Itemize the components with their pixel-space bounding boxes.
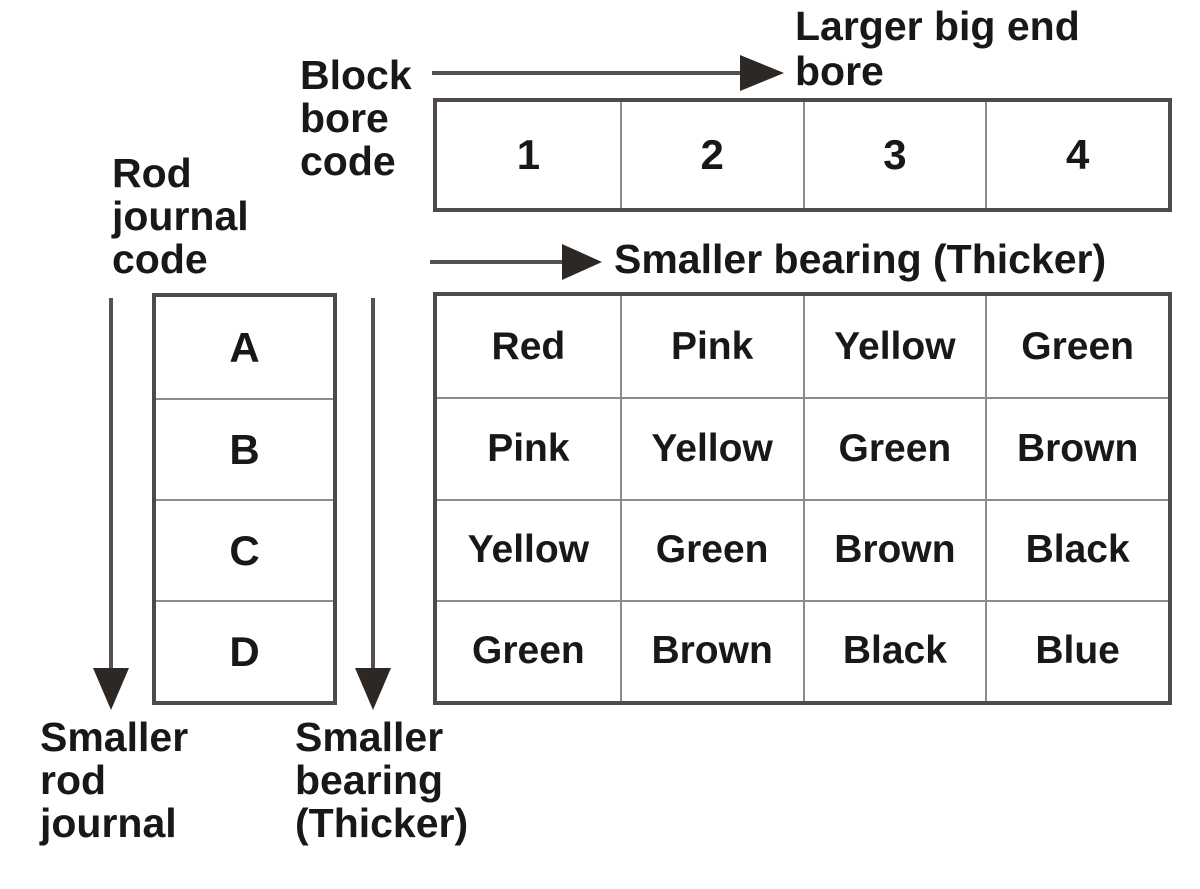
rod-journal-code-cell: C: [156, 499, 333, 600]
rod-journal-code-table: A B C D: [152, 293, 337, 705]
matrix-cell-D3: Black: [802, 599, 986, 701]
arrow-head: [562, 244, 602, 280]
matrix-cell-D2: Brown: [619, 599, 803, 701]
smaller-rod-journal-label: Smaller rod journal: [40, 714, 189, 846]
rod-journal-code-cell: B: [156, 398, 333, 499]
matrix-cell-C3: Brown: [802, 498, 986, 600]
arrow-head: [355, 668, 391, 710]
matrix-cell-A4: Green: [985, 296, 1168, 398]
matrix-cell-C4: Black: [985, 498, 1168, 600]
larger-big-end-bore-label: Larger big end bore: [795, 3, 1080, 94]
block-bore-code-label: Block bore code: [300, 52, 412, 184]
block-bore-code-cell: 3: [802, 102, 986, 208]
block-bore-code-cell: 1: [516, 131, 541, 178]
matrix-cell-B2: Yellow: [619, 397, 803, 499]
bearing-color-matrix-table: Red Pink Yellow Green Pink Yellow Green …: [433, 292, 1172, 705]
arrow-head: [93, 668, 129, 710]
rod-journal-code-label: Rod journal code: [112, 150, 249, 282]
rod-journal-code-cell: A: [229, 323, 260, 371]
smaller-bearing-horizontal-label: Smaller bearing (Thicker): [614, 236, 1107, 282]
block-bore-code-table: 1 2 3 4: [433, 98, 1172, 212]
arrow-shaft: [109, 298, 113, 670]
smaller-bearing-thicker-label: Smaller bearing (Thicker): [295, 714, 469, 846]
block-bore-code-cell: 4: [985, 102, 1168, 208]
matrix-cell-D1: Green: [437, 599, 620, 701]
matrix-cell-A1: Red: [491, 324, 566, 368]
matrix-cell-C2: Green: [619, 498, 803, 600]
matrix-cell-A2: Pink: [619, 296, 803, 398]
arrow-head: [740, 55, 784, 91]
matrix-cell-B1: Pink: [437, 397, 620, 498]
arrow-shaft: [430, 260, 565, 264]
arrow-shaft: [432, 71, 742, 75]
matrix-cell-B4: Brown: [985, 397, 1168, 499]
matrix-cell-C1: Yellow: [437, 498, 620, 600]
matrix-cell-D4: Blue: [985, 599, 1168, 701]
arrow-shaft: [371, 298, 375, 670]
matrix-cell-A3: Yellow: [802, 296, 986, 398]
matrix-cell-B3: Green: [802, 397, 986, 499]
rod-journal-code-cell: D: [156, 600, 333, 701]
block-bore-code-cell: 2: [619, 102, 803, 208]
